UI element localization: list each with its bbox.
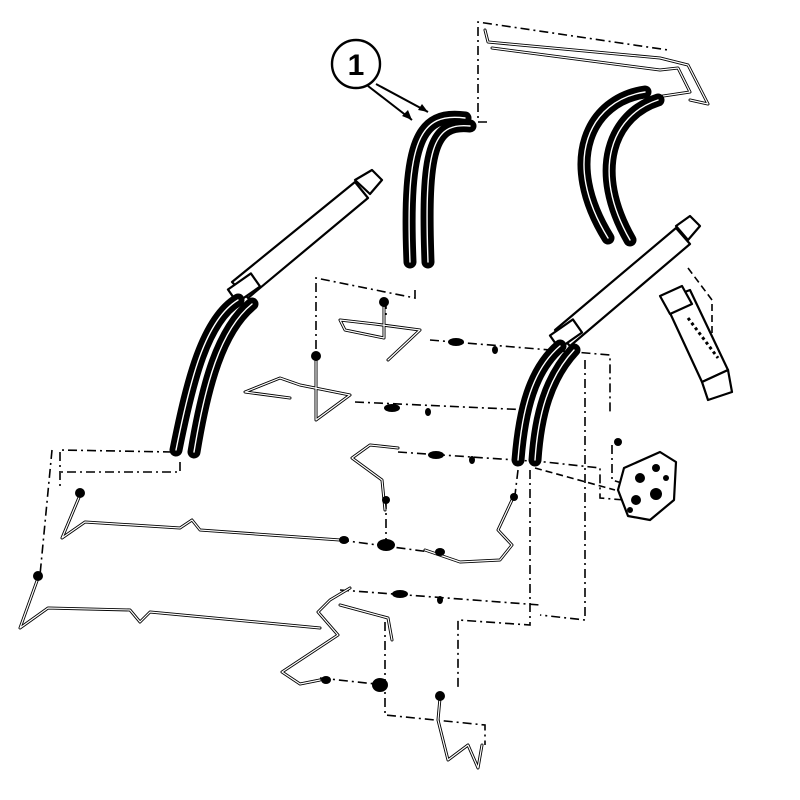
assembly-leader-lines: [39, 21, 713, 745]
left-lift-cylinder: [226, 168, 384, 304]
fittings: [33, 297, 622, 701]
top-bent-tube: [483, 28, 710, 106]
callout-number: 1: [348, 49, 365, 82]
bottom-small-tube: [436, 696, 484, 770]
lower-left-long-tube: [18, 576, 322, 630]
center-s-tube: [350, 443, 400, 512]
long-left-tube: [60, 493, 342, 542]
center-right-tube: [423, 498, 514, 564]
control-valve: [616, 450, 678, 522]
upper-right-arched-hoses: [577, 85, 665, 247]
middle-left-tube: [243, 356, 352, 422]
tilt-cylinder: [658, 284, 734, 402]
right-arched-hoses: [511, 339, 581, 467]
left-arched-hoses: [169, 293, 259, 459]
lower-middle-tube: [280, 586, 394, 686]
hose-assembly-1: [402, 110, 477, 269]
upper-middle-tube: [338, 303, 422, 362]
right-lift-cylinder: [548, 214, 702, 350]
callout-marker: 1: [330, 38, 429, 121]
